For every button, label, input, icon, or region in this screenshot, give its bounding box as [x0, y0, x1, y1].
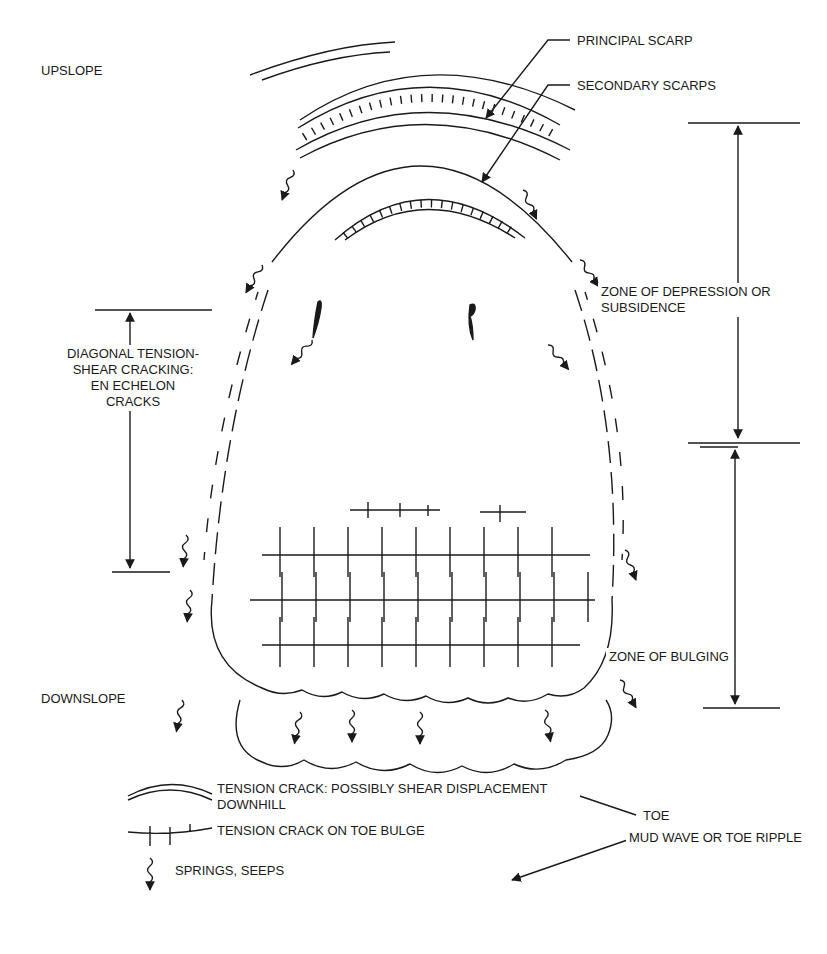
tension-crack	[300, 124, 560, 160]
crack-stroke	[381, 527, 382, 577]
crack-stroke	[281, 572, 282, 622]
crack-stroke	[279, 617, 280, 667]
crack-stroke	[483, 527, 484, 577]
legend-sample	[128, 784, 212, 796]
en-echelon-cracks	[585, 292, 623, 560]
crack-stroke	[517, 527, 518, 577]
crack-stroke	[279, 527, 280, 577]
en-echelon-cracks	[204, 292, 258, 560]
crack-stroke	[350, 509, 440, 510]
crack-stroke	[551, 527, 552, 577]
mud-wave	[236, 700, 611, 773]
crack-stroke	[381, 617, 382, 667]
crack-stroke	[383, 572, 384, 622]
crack-stroke	[367, 502, 368, 518]
crack-stroke	[347, 617, 348, 667]
label: MUD WAVE OR TOE RIPPLE	[626, 829, 822, 847]
crack-stroke	[427, 505, 428, 516]
crack-stroke	[250, 599, 595, 600]
label: ZONE OF DEPRESSION OR SUBSIDENCE	[598, 283, 774, 317]
crack-stroke	[480, 511, 526, 512]
crack-stroke	[449, 617, 450, 667]
crack-stroke	[417, 572, 418, 622]
label: PRINCIPAL SCARP	[574, 32, 696, 50]
secondary-scarp	[335, 199, 525, 240]
lens-crack	[313, 301, 321, 338]
label: ZONE OF BULGING	[606, 648, 732, 666]
legend-sample	[128, 790, 212, 800]
toe-bulge	[211, 600, 612, 703]
crack-stroke	[262, 644, 580, 645]
crack-stroke	[347, 527, 348, 577]
legend-sample	[128, 824, 212, 846]
crack-stroke	[451, 572, 452, 622]
en-echelon-cracks	[575, 290, 614, 600]
legend-text: SPRINGS, SEEPS	[172, 862, 287, 880]
scarp-hachures	[345, 203, 515, 236]
crack-stroke	[349, 572, 350, 622]
crack-stroke	[499, 505, 500, 522]
toe-cracks	[250, 502, 595, 667]
crack-stroke	[415, 617, 416, 667]
crack-stroke	[313, 527, 314, 577]
legend-sample	[148, 858, 153, 890]
crack-stroke	[262, 554, 590, 555]
crack-stroke	[519, 572, 520, 622]
crack-stroke	[399, 503, 400, 517]
label: DIAGONAL TENSION-SHEAR CRACKING: EN ECHE…	[62, 345, 204, 411]
crack-stroke	[415, 527, 416, 577]
crack-stroke	[517, 617, 518, 667]
tension-crack	[296, 113, 570, 151]
crack-stroke	[315, 572, 316, 622]
lens-crack	[469, 304, 475, 340]
tension-crack	[262, 52, 390, 80]
crack-stroke	[485, 572, 486, 622]
dimension-line	[95, 123, 800, 708]
crack-stroke	[483, 617, 484, 667]
crack-stroke	[313, 617, 314, 667]
en-echelon-cracks	[212, 290, 268, 600]
crack-stroke	[449, 527, 450, 577]
slide-outline	[272, 166, 572, 262]
label: DOWNSLOPE	[38, 690, 129, 708]
legend-text: TENSION CRACK: POSSIBLY SHEAR DISPLACEME…	[214, 780, 580, 814]
crack-stroke	[551, 617, 552, 667]
label: TOE	[640, 807, 673, 825]
label: UPSLOPE	[38, 62, 105, 80]
leader-line	[482, 40, 636, 880]
label: SECONDARY SCARPS	[574, 77, 719, 95]
crack-stroke	[587, 572, 588, 622]
legend-text: TENSION CRACK ON TOE BULGE	[214, 822, 428, 840]
crack-stroke	[553, 572, 554, 622]
tension-crack	[345, 209, 515, 240]
spring-symbol	[174, 169, 638, 744]
tension-crack	[250, 42, 395, 75]
